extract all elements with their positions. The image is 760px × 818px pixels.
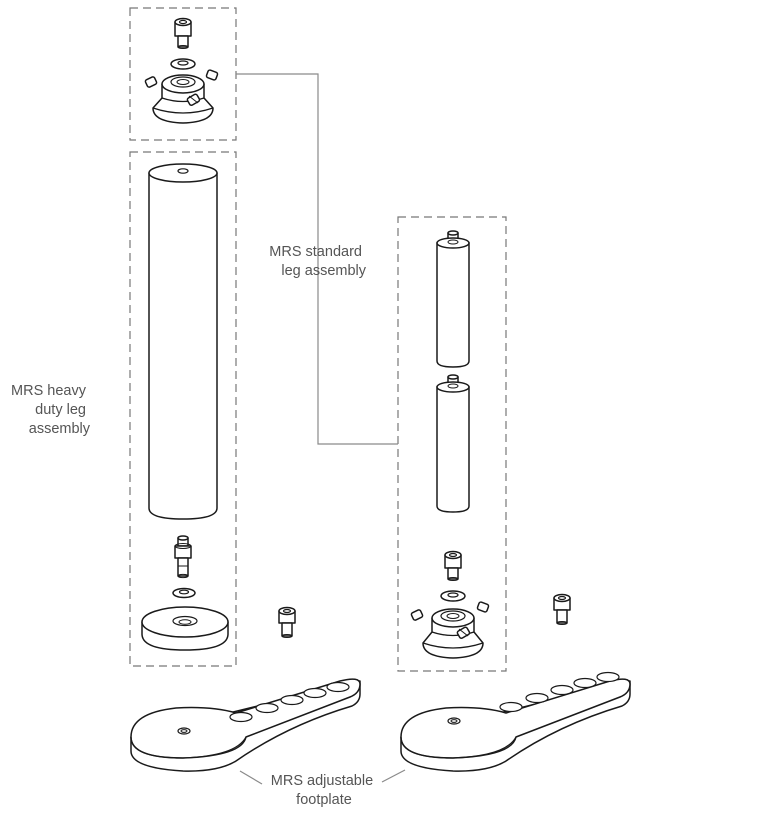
heavy-duty-top-screw <box>174 17 192 49</box>
heavy-duty-hub-grub-screws <box>144 69 219 106</box>
footplate-leader-left <box>239 770 263 785</box>
loose-cap-screw-right <box>553 593 571 625</box>
heavy-duty-leg-tube <box>148 163 218 520</box>
heavy-duty-leg-label-line-1: MRS heavy <box>11 383 87 399</box>
heavy-duty-base-washer <box>172 587 196 599</box>
heavy-duty-top-washer <box>170 58 196 70</box>
standard-leg-washer <box>440 590 466 602</box>
footplate-leader-right <box>381 769 406 783</box>
heavy-duty-hub <box>152 74 214 124</box>
heavy-duty-leg-label: MRS heavy duty leg assembly <box>11 383 91 437</box>
standard-leg-label: MRS standard leg assembly <box>269 244 366 279</box>
standard-leg-cap-screw <box>444 550 462 581</box>
standard-leg-label-line-2: leg assembly <box>281 263 366 279</box>
footplate-label: MRS adjustable footplate <box>271 773 377 808</box>
heavy-duty-leg-connector <box>174 535 192 579</box>
standard-leg-hub <box>422 608 484 659</box>
standard-leg-leader-line <box>236 73 398 445</box>
footplate-label-line-1: MRS adjustable <box>271 773 373 789</box>
footplate-right <box>400 671 631 772</box>
loose-cap-screw-left <box>278 606 296 638</box>
standard-leg-label-line-1: MRS standard <box>269 244 362 260</box>
heavy-duty-leg-group-box <box>129 151 237 667</box>
heavy-duty-leg-label-line-3: assembly <box>29 421 91 437</box>
heavy-duty-leg-label-line-2: duty leg <box>35 402 86 418</box>
standard-leg-hub-grub-screws <box>410 601 490 639</box>
footplate-left <box>130 678 361 772</box>
standard-leg-upper-tube <box>436 230 470 368</box>
heavy-duty-base-disc <box>141 606 229 651</box>
footplate-label-line-2: footplate <box>296 792 352 808</box>
standard-leg-lower-tube <box>436 374 470 513</box>
